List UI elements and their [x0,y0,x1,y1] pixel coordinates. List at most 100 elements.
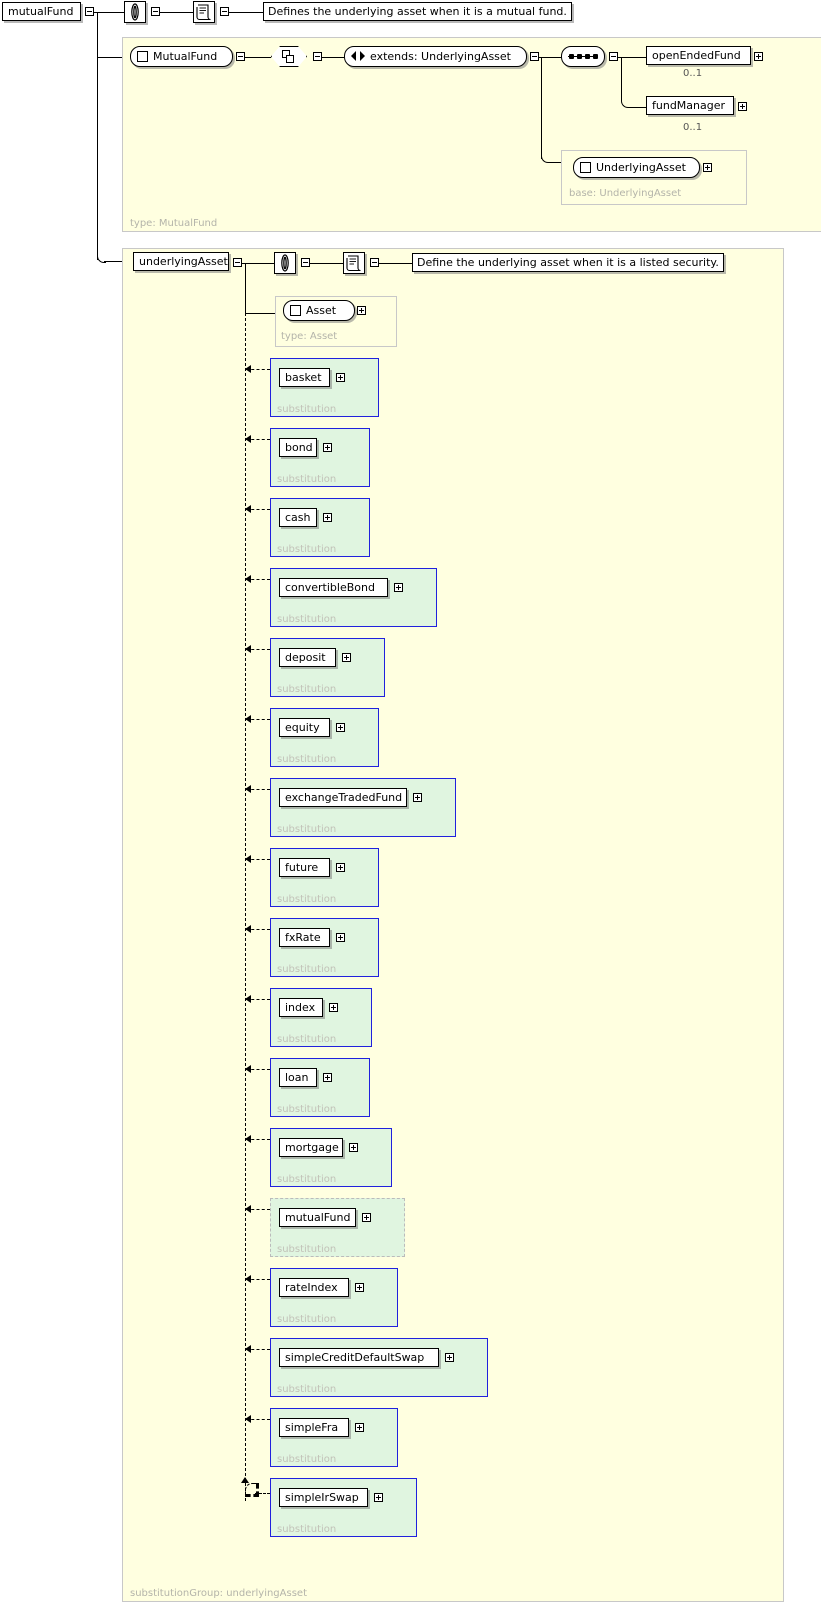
element-exchangetradedfund[interactable]: exchangeTradedFund [279,788,407,807]
expander-underlyingasset[interactable] [233,258,242,267]
extension-underlyingasset[interactable]: extends: UnderlyingAsset [344,46,527,67]
type-square-icon-asset [290,305,301,316]
arrowhead-exchangetradedfund [245,785,251,793]
substitution-frame-label: substitutionGroup: underlyingAsset [130,1588,307,1599]
paperclip-icon[interactable] [124,1,146,23]
substitution-caption: substitution [277,1384,337,1395]
substitution-box-future: substitution [270,848,379,907]
element-index[interactable]: index [279,998,323,1017]
expander-exchangetradedfund[interactable] [413,793,422,802]
element-future[interactable]: future [279,858,330,877]
choice-icon[interactable] [271,46,307,67]
connector-elbow-last-member [245,1483,259,1497]
sequence-branch-vertical [621,57,622,101]
connector-substitution-fxrate [246,929,270,930]
substitution-caption: substitution [277,404,337,415]
substitution-box-bond: substitution [270,428,370,487]
element-rateindex[interactable]: rateIndex [279,1278,349,1297]
element-mutualfund[interactable]: mutualFund [2,2,81,21]
expander-documentation-underlyingasset[interactable] [370,258,379,267]
substitution-box-exchangetradedfund: substitution [270,778,456,837]
connector-substitution-equity [246,719,270,720]
expander-loan[interactable] [323,1073,332,1082]
arrowhead-mutualfund [245,1205,251,1213]
connector-substitution-loan [246,1069,270,1070]
element-equity[interactable]: equity [279,718,330,737]
element-basket[interactable]: basket [279,368,330,387]
arrowhead-cash [245,505,251,513]
connector-substitution-rateindex [246,1279,270,1280]
expander-type-underlyingasset[interactable] [703,163,712,172]
expander-openendedfund[interactable] [754,52,763,61]
type-underlyingasset[interactable]: UnderlyingAsset [573,157,700,178]
element-bond[interactable]: bond [279,438,317,457]
expander-choice[interactable] [313,52,322,61]
expander-complextype-mutualfund[interactable] [236,52,245,61]
element-simplecreditdefaultswap[interactable]: simpleCreditDefaultSwap [279,1348,439,1367]
substitution-caption: substitution [277,614,337,625]
complextype-label: MutualFund [153,50,218,63]
substitution-box-basket: substitution [270,358,379,417]
connector-root-to-annotation [94,12,124,13]
connector-substitution-deposit [246,649,270,650]
expander-deposit[interactable] [342,653,351,662]
substitution-caption: substitution [277,1454,337,1465]
extension-arrows-icon [351,51,365,62]
arrowhead-simpleirswap [241,1477,249,1483]
sequence-icon[interactable] [561,46,605,67]
connector-extends-to-sequence [539,57,561,58]
substitution-box-simplecreditdefaultswap: substitution [270,1338,488,1397]
paperclip-icon-underlyingasset[interactable] [274,252,296,274]
substitution-caption: substitution [277,1034,337,1045]
expander-type-asset[interactable] [357,306,366,315]
expander-fxrate[interactable] [336,933,345,942]
expander-mutualfund[interactable] [85,7,94,16]
substitution-caption: substitution [277,1174,337,1185]
expander-documentation[interactable] [220,7,229,16]
documentation-text-root: Defines the underlying asset when it is … [263,2,572,21]
document-scroll-icon[interactable] [193,1,215,23]
trunk-elbow-bottom [97,254,106,263]
expander-basket[interactable] [336,373,345,382]
substitution-caption: substitution [277,1244,337,1255]
expander-convertiblebond[interactable] [394,583,403,592]
expander-simplecreditdefaultswap[interactable] [445,1353,454,1362]
expander-rateindex[interactable] [355,1283,364,1292]
expander-index[interactable] [329,1003,338,1012]
expander-equity[interactable] [336,723,345,732]
substitution-box-simplefra: substitution [270,1408,398,1467]
expander-simpleirswap[interactable] [374,1493,383,1502]
element-simplefra[interactable]: simpleFra [279,1418,349,1437]
connector-doc-to-text-underlyingasset [379,263,412,264]
element-convertiblebond[interactable]: convertibleBond [279,578,388,597]
expander-annotation[interactable] [151,7,160,16]
expander-sequence[interactable] [609,52,618,61]
expander-future[interactable] [336,863,345,872]
expander-cash[interactable] [323,513,332,522]
element-simpleirswap[interactable]: simpleIrSwap [279,1488,368,1507]
connector-choice-to-extends [322,57,344,58]
element-mortgage[interactable]: mortgage [279,1138,343,1157]
element-loan[interactable]: loan [279,1068,317,1087]
element-fundmanager[interactable]: fundManager [646,96,734,115]
complextype-mutualfund[interactable]: MutualFund [130,46,233,67]
expander-simplefra[interactable] [355,1423,364,1432]
element-fxrate[interactable]: fxRate [279,928,330,947]
substitution-caption: substitution [277,544,337,555]
type-asset[interactable]: Asset [283,300,355,321]
expander-bond[interactable] [323,443,332,452]
element-mutualfund[interactable]: mutualFund [279,1208,356,1227]
expander-mutualfund[interactable] [362,1213,371,1222]
document-scroll-icon-underlyingasset[interactable] [343,252,365,274]
element-openendedfund[interactable]: openEndedFund [646,46,751,65]
element-underlyingasset[interactable]: underlyingAsset [133,252,229,271]
expander-fundmanager[interactable] [738,102,747,111]
element-deposit[interactable]: deposit [279,648,336,667]
expander-mortgage[interactable] [349,1143,358,1152]
type-frame-label: type: MutualFund [130,218,218,229]
sequence-elbow-fundmanager [621,99,630,108]
substitution-box-rateindex: substitution [270,1268,398,1327]
element-cash[interactable]: cash [279,508,317,527]
expander-extension[interactable] [530,52,539,61]
expander-annotation-underlyingasset[interactable] [301,258,310,267]
